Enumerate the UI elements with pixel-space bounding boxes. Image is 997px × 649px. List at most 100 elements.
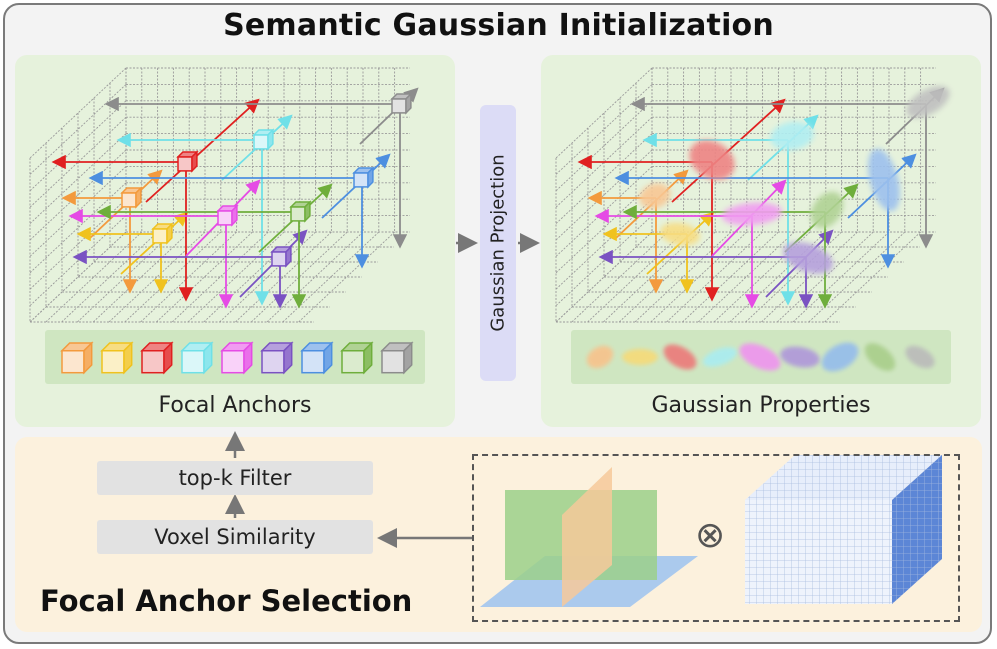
axis-arrow (120, 211, 189, 275)
grid-line (697, 231, 795, 323)
feature-input-dashed-box (472, 454, 960, 622)
grid-line (235, 231, 332, 323)
grid-line (555, 231, 653, 323)
grid-line (187, 231, 285, 323)
grid-line (156, 231, 253, 323)
grid-line (171, 231, 269, 323)
legend-cube (180, 341, 214, 375)
anchor-cube (151, 222, 174, 245)
grid-line (77, 231, 174, 323)
grid-line (29, 182, 127, 274)
grid-line (555, 149, 653, 241)
grid-line (555, 215, 653, 306)
grid-line (92, 231, 190, 323)
grid-line (29, 231, 127, 323)
gaussian-ellipsoid (770, 121, 814, 151)
grid-line (555, 133, 653, 224)
legend-gaussian (905, 345, 935, 369)
grid-line (587, 231, 684, 323)
topk-filter-box: top-k Filter (97, 461, 373, 495)
legend-cube (100, 341, 134, 375)
grid-line (555, 166, 653, 257)
right-voxel-grid (555, 67, 936, 323)
tensor-product-symbol: ⊗ (695, 515, 726, 556)
anchor-cube (390, 92, 413, 115)
grid-line (603, 231, 700, 323)
legend-gaussian (586, 345, 614, 369)
grid-line (634, 231, 732, 323)
left-anchor-cubes (120, 92, 413, 268)
legend-gaussian (739, 343, 781, 371)
gaussian-ellipsoid (660, 222, 700, 246)
legend-cube (380, 341, 414, 375)
legend-gaussian (702, 347, 738, 367)
gaussian-projection-label: Gaussian Projection (487, 154, 509, 332)
grid-line (29, 100, 127, 192)
grid-line (555, 182, 653, 274)
grid-line (761, 231, 858, 323)
grid-line (571, 231, 669, 323)
grid-line (250, 231, 348, 323)
semantic-planes-illustration (480, 467, 698, 607)
grid-line (29, 166, 127, 257)
anchor-cube (252, 128, 275, 151)
anchor-cube (352, 166, 375, 189)
gaussian-legend-ellipsoids (586, 342, 935, 372)
grid-line (555, 116, 653, 208)
grid-line (298, 231, 395, 323)
grid-line (555, 84, 653, 175)
gaussian-ellipsoid (722, 202, 782, 226)
legend-gaussian (780, 346, 820, 368)
grid-line (618, 231, 716, 323)
anchor-cube (270, 245, 293, 268)
grid-line (29, 133, 127, 224)
grid-line (650, 231, 748, 323)
grid-line (555, 100, 653, 192)
gaussian-properties-caption: Gaussian Properties (651, 393, 871, 418)
legend-cube (300, 341, 334, 375)
grid-line (61, 231, 158, 323)
grid-line (29, 149, 127, 241)
grid-line (682, 231, 779, 323)
gaussian-projection-box (480, 105, 516, 381)
grid-line (29, 116, 127, 208)
figure-title: Semantic Gaussian Initialization (223, 8, 774, 43)
gaussian-ellipsoid (639, 183, 671, 209)
grid-line (108, 231, 206, 323)
grid-line (824, 231, 921, 323)
legend-cube (260, 341, 294, 375)
grid-line (124, 231, 222, 323)
anchor-cube (289, 200, 312, 223)
legend-gaussian (622, 349, 658, 365)
anchor-cube (176, 150, 199, 173)
gaussian-ellipsoid (906, 86, 950, 118)
legend-cube (60, 341, 94, 375)
focal-anchors-caption: Focal Anchors (158, 393, 312, 418)
legend-cube (140, 341, 174, 375)
focal-anchor-selection-title: Focal Anchor Selection (40, 584, 413, 618)
grid-line (29, 67, 127, 159)
anchor-cube (120, 186, 143, 209)
legend-cube (220, 341, 254, 375)
legend-gaussian (864, 343, 896, 371)
voxel-similarity-box: Voxel Similarity (97, 520, 373, 554)
axis-arrow (145, 98, 260, 203)
grid-line (776, 231, 874, 323)
gaussian-ellipsoid (783, 242, 833, 274)
grid-line (666, 231, 763, 323)
grid-line (140, 231, 237, 323)
anchor-legend-cubes (60, 341, 414, 375)
grid-line (29, 215, 127, 306)
right-gaussian-ellipsoids (639, 86, 950, 274)
voxel-feature-block (745, 455, 942, 604)
legend-cube (340, 341, 374, 375)
grid-line (29, 84, 127, 175)
grid-line (45, 231, 143, 323)
legend-gaussian (821, 342, 859, 372)
gaussian-ellipsoid (810, 191, 844, 229)
grid-line (555, 67, 653, 159)
left-voxel-grid (29, 67, 410, 323)
left-anchor-arrows (51, 87, 419, 309)
gaussian-ellipsoid (868, 148, 900, 212)
